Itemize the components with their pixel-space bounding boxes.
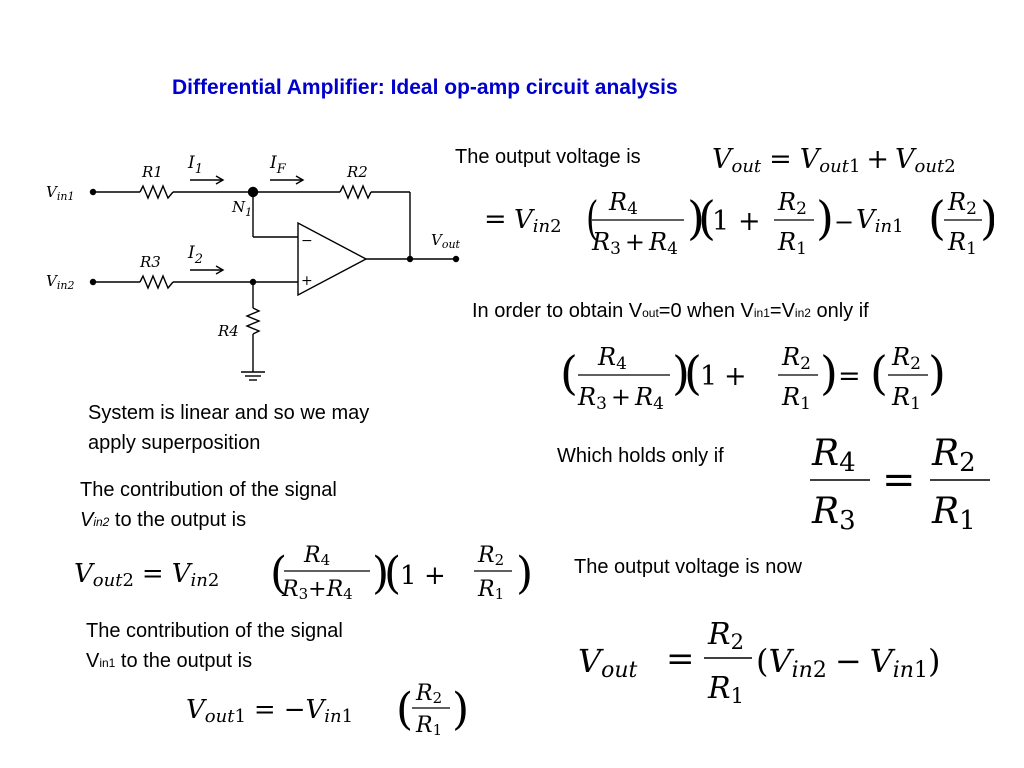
resistor-r3: [139, 274, 174, 290]
svg-text:R4: R4: [811, 433, 856, 478]
label-r2: R2: [346, 163, 368, 181]
resistor-r1: [139, 184, 174, 200]
page-title: Differential Amplifier: Ideal op-amp cir…: [172, 76, 678, 99]
svg-text:(: (: [870, 346, 888, 400]
label-i1: I1: [187, 153, 203, 177]
svg-text:+: +: [424, 561, 446, 591]
svg-text:=: =: [882, 457, 916, 503]
svg-text:R2: R2: [781, 343, 811, 374]
equation-vout-sum: Vout=Vout1+Vout2: [712, 144, 956, 177]
equation-ratio: R4 R3 = R2 R1: [810, 433, 990, 535]
svg-text:R1: R1: [777, 228, 807, 259]
svg-text:=: =: [838, 361, 861, 392]
svg-text:): ): [672, 346, 690, 400]
label-r3: R3: [139, 253, 161, 271]
label-n1: N1: [231, 198, 252, 219]
vout-node: [406, 255, 414, 263]
svg-text:+: +: [738, 206, 761, 237]
label-r4: R4: [217, 322, 239, 340]
svg-text:Vout1=−Vin1: Vout1=−Vin1: [186, 695, 353, 727]
svg-text:(: (: [270, 548, 287, 599]
svg-text:): ): [928, 346, 946, 400]
svg-text:(: (: [384, 548, 401, 599]
svg-text:): ): [516, 548, 533, 599]
equation-vout-final: Vout = R2 R1 (Vin2−Vin1): [578, 617, 940, 708]
resistor-r4: [245, 307, 261, 335]
equation-vout-expanded: = Vin2 ( R4 R3+R4 ) ( 1 + R2 R1 ) − Vin1…: [484, 188, 994, 259]
label-vin2: Vin2: [46, 272, 74, 292]
svg-text:R1: R1: [477, 577, 504, 603]
svg-text:): ): [816, 191, 834, 245]
svg-text:(: (: [928, 191, 946, 245]
svg-text:Vout2=Vin2: Vout2=Vin2: [74, 559, 219, 591]
svg-text:1: 1: [400, 561, 417, 591]
label-vin1: Vin1: [46, 183, 74, 203]
svg-text:(: (: [698, 191, 716, 245]
svg-text:R3+R4: R3+R4: [281, 577, 353, 603]
svg-text:Vin1: Vin1: [856, 205, 904, 237]
svg-text:Vout=Vout1+Vout2: Vout=Vout1+Vout2: [712, 144, 956, 177]
svg-text:): ): [372, 548, 389, 599]
text-contrib-vin2: The contribution of the signal Vin2 to t…: [80, 479, 337, 531]
svg-text:Vin2: Vin2: [514, 205, 562, 237]
text-holds: Which holds only if: [557, 445, 724, 467]
op-amp: [297, 221, 368, 297]
svg-text:R1: R1: [415, 713, 442, 739]
svg-text:−: −: [834, 208, 854, 236]
svg-text:R4: R4: [608, 188, 638, 219]
svg-text:R1: R1: [891, 383, 921, 414]
svg-text:R1: R1: [781, 383, 811, 414]
equation-vout2: Vout2=Vin2 ( R4 R3+R4 ) ( 1 + R2 R1 ): [74, 543, 533, 603]
svg-text:R2: R2: [707, 617, 744, 654]
svg-text:R4: R4: [597, 343, 627, 374]
svg-text:): ): [820, 346, 838, 400]
circuit-diagram: Vin1 Vin2 Vout R1 R2 R3 R4 I1 IF I2 N1 −…: [46, 153, 461, 381]
label-i2: I2: [187, 243, 203, 267]
svg-text:R2: R2: [415, 681, 442, 707]
equation-condition: ( R4 R3+R4 ) ( 1 + R2 R1 ) = ( R2 R1 ): [560, 343, 946, 414]
label-if: IF: [269, 153, 287, 177]
svg-text:R2: R2: [947, 188, 977, 219]
svg-text:1: 1: [712, 206, 729, 237]
svg-text:R3+R4: R3+R4: [577, 383, 664, 414]
equation-vout1: Vout1=−Vin1 ( R2 R1 ): [186, 681, 469, 739]
svg-text:=: =: [666, 639, 695, 679]
label-r1: R1: [141, 163, 163, 181]
svg-text:R1: R1: [707, 671, 744, 708]
svg-text:1: 1: [700, 361, 717, 392]
svg-text:R4: R4: [303, 543, 330, 569]
text-linear: System is linear and so we may apply sup…: [88, 402, 370, 454]
svg-text:R2: R2: [931, 433, 976, 478]
vout-terminal: [452, 255, 460, 263]
svg-text:R3: R3: [811, 491, 856, 535]
svg-text:): ): [980, 191, 994, 245]
svg-text:(: (: [396, 684, 413, 735]
svg-text:Vout: Vout: [578, 642, 638, 683]
text-in-order: In order to obtain Vout=0 when Vin1=Vin2…: [472, 300, 869, 322]
svg-text:): ): [452, 684, 469, 735]
svg-text:R1: R1: [947, 228, 977, 259]
svg-text:): ): [687, 191, 705, 245]
text-output-now: The output voltage is now: [574, 556, 802, 578]
svg-text:(Vin2−Vin1): (Vin2−Vin1): [756, 642, 940, 683]
resistor-r2: [339, 184, 372, 200]
text-contrib-vin1: The contribution of the signal Vin1 to t…: [86, 620, 343, 672]
label-vout: Vout: [431, 231, 461, 251]
ground-icon: [241, 371, 265, 381]
svg-text:(: (: [684, 346, 702, 400]
svg-text:=: =: [484, 204, 507, 235]
svg-text:R2: R2: [891, 343, 921, 374]
svg-text:+: +: [724, 361, 747, 392]
svg-text:R2: R2: [777, 188, 807, 219]
svg-text:R1: R1: [931, 491, 976, 535]
svg-text:(: (: [586, 192, 599, 245]
svg-text:R3+R4: R3+R4: [591, 228, 678, 259]
svg-text:R2: R2: [477, 543, 504, 569]
svg-text:(: (: [560, 346, 578, 400]
op-amp-plus: +: [301, 273, 313, 289]
op-amp-minus: −: [301, 233, 313, 249]
text-output-is: The output voltage is: [455, 146, 641, 168]
